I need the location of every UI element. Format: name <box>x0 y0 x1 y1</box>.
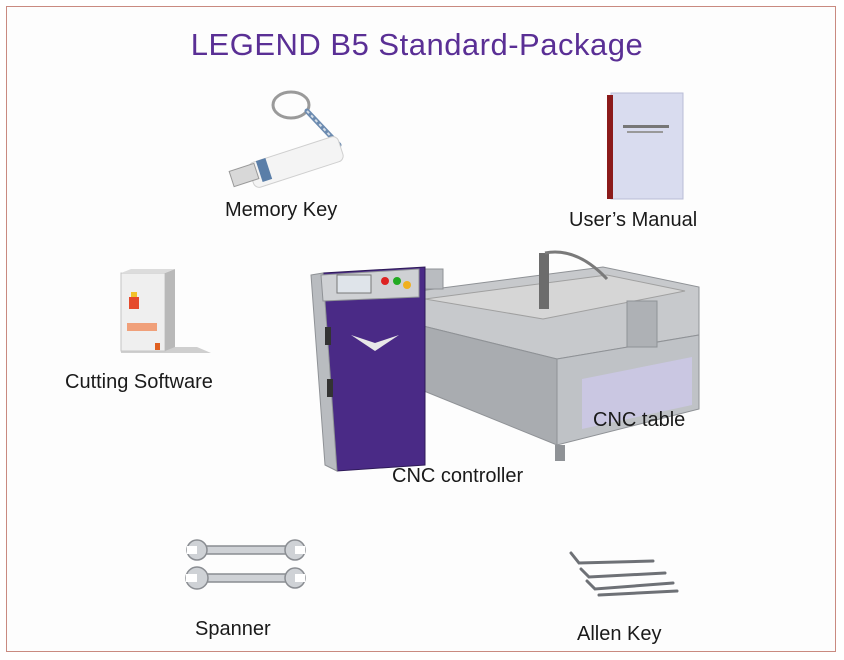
cutting-software-label: Cutting Software <box>65 371 213 393</box>
memory-key-label: Memory Key <box>225 199 338 221</box>
users-manual-label: User’s Manual <box>569 209 698 231</box>
page-title: LEGEND B5 Standard-Package <box>190 27 644 62</box>
allen-key-icon <box>569 551 679 597</box>
cnc-controller-label: CNC controller <box>392 465 524 487</box>
cnc-table-label: CNC table <box>593 409 686 431</box>
allen-key-label: Allen Key <box>577 623 662 645</box>
spanner-label: Spanner <box>195 618 271 640</box>
cnc-controller-icon <box>310 266 426 472</box>
cnc-table-icon <box>416 250 700 461</box>
package-frame: LEGEND B5 Standard-Package Memory Key Us… <box>6 6 836 652</box>
software-box-icon <box>120 269 211 353</box>
spanner-icon <box>185 539 306 590</box>
usb-drive-icon <box>228 90 344 188</box>
cnc-machine-illustration <box>310 250 700 472</box>
manual-book-icon <box>607 92 684 200</box>
